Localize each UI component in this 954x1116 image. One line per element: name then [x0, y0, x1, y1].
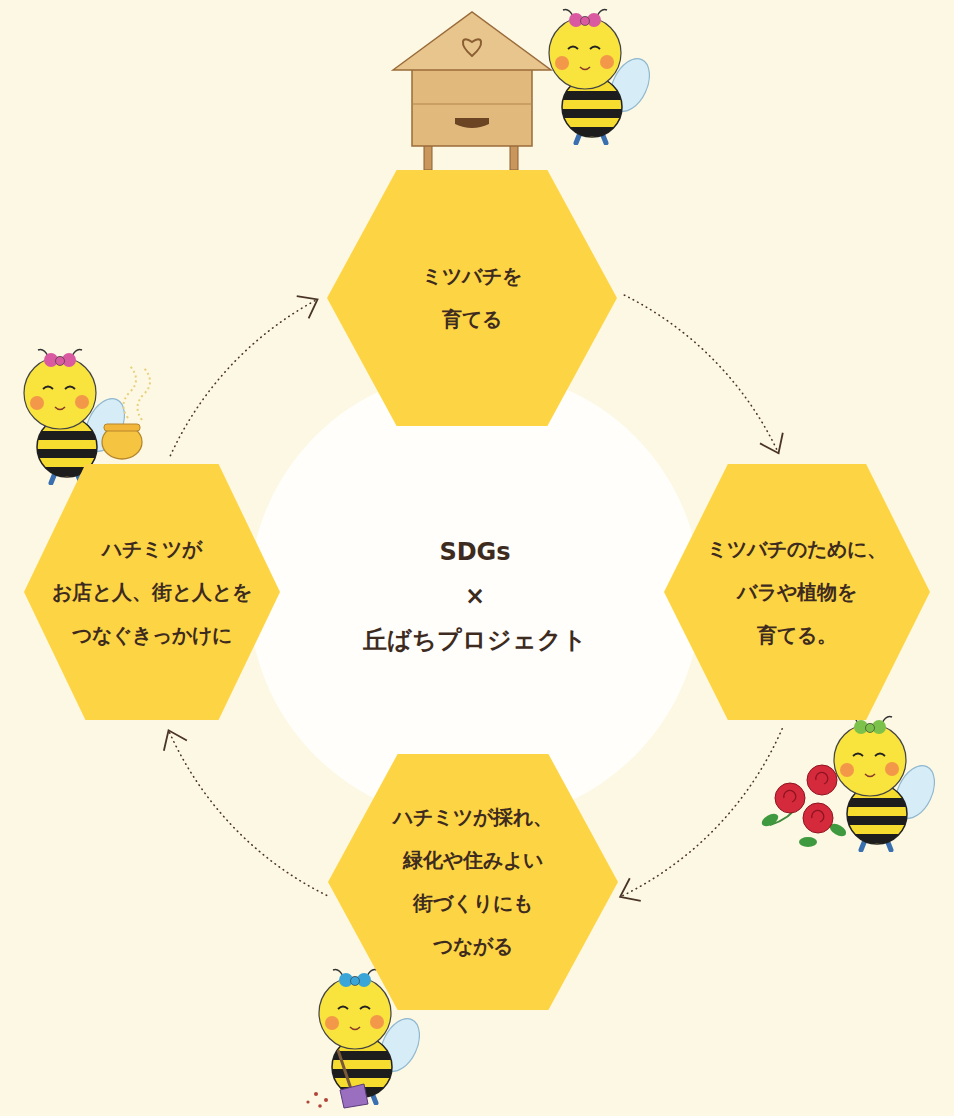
node-outline	[327, 170, 617, 426]
broom-illustration	[318, 1104, 322, 1108]
node-text: ミツバチを 育てる	[357, 255, 587, 341]
flow-arrow	[169, 730, 327, 895]
flow-arrow	[170, 299, 317, 455]
rose-illustration	[803, 803, 833, 833]
broom-illustration	[340, 1084, 368, 1108]
bee-illustration	[24, 349, 132, 483]
beehive-illustration	[412, 103, 532, 104]
hexagon-shape	[664, 464, 930, 720]
bee-illustration	[549, 9, 657, 143]
node-text: SDGs × 丘ばちプロジェクト	[350, 530, 600, 662]
flow-arrow	[620, 729, 782, 897]
broom-illustration	[306, 1050, 368, 1108]
hexagon-shape	[327, 170, 617, 426]
bee-illustration	[24, 349, 132, 483]
rose-illustration	[760, 811, 781, 829]
hexagon-shape	[24, 464, 280, 720]
node-text: ハチミツが お店と人、街と人とを つなぐきっかけに	[37, 528, 267, 657]
broom-illustration	[324, 1098, 328, 1102]
bee-illustration	[834, 716, 942, 850]
flow-arrow	[624, 295, 778, 453]
rose-illustration	[807, 765, 837, 795]
honey-pot-illustration	[123, 366, 136, 418]
honey-pot-illustration	[104, 424, 140, 431]
beehive-illustration	[455, 118, 489, 128]
node-text: ハチミツが採れ、 緑化や住みよい 街づくりにも つながる	[358, 796, 588, 968]
honey-pot-illustration	[102, 366, 150, 459]
node-text: ミツバチのために、 バラや植物を 育てる。	[682, 528, 912, 657]
honey-pot-illustration	[102, 425, 142, 459]
rose-illustration	[812, 810, 824, 822]
hexagon-box: ハチミツが採れ、 緑化や住みよい 街づくりにも つながる	[328, 754, 618, 1010]
rose-illustration	[816, 772, 828, 784]
broom-illustration	[314, 1092, 318, 1096]
honey-pot-illustration	[137, 368, 150, 420]
rose-illustration	[760, 765, 849, 847]
broom-illustration	[306, 1100, 309, 1103]
bee-illustration	[834, 716, 942, 850]
hexagon-box: ハチミツが お店と人、街と人とを つなぐきっかけに	[24, 464, 280, 720]
beehive-illustration	[463, 39, 481, 56]
rose-illustration	[784, 790, 796, 802]
hexagon-box: ミツバチを 育てる	[327, 170, 617, 426]
hexagon-box: ミツバチのために、 バラや植物を 育てる。	[664, 464, 930, 720]
bee-illustration	[549, 9, 657, 143]
beehive-illustration	[412, 68, 532, 146]
rose-illustration	[799, 837, 817, 847]
node-outline	[328, 754, 618, 1010]
broom-illustration	[338, 1050, 352, 1092]
rose-illustration	[775, 783, 805, 813]
circle-shape	[249, 370, 701, 822]
beehive-illustration	[393, 12, 551, 70]
beehive-illustration	[393, 12, 551, 170]
